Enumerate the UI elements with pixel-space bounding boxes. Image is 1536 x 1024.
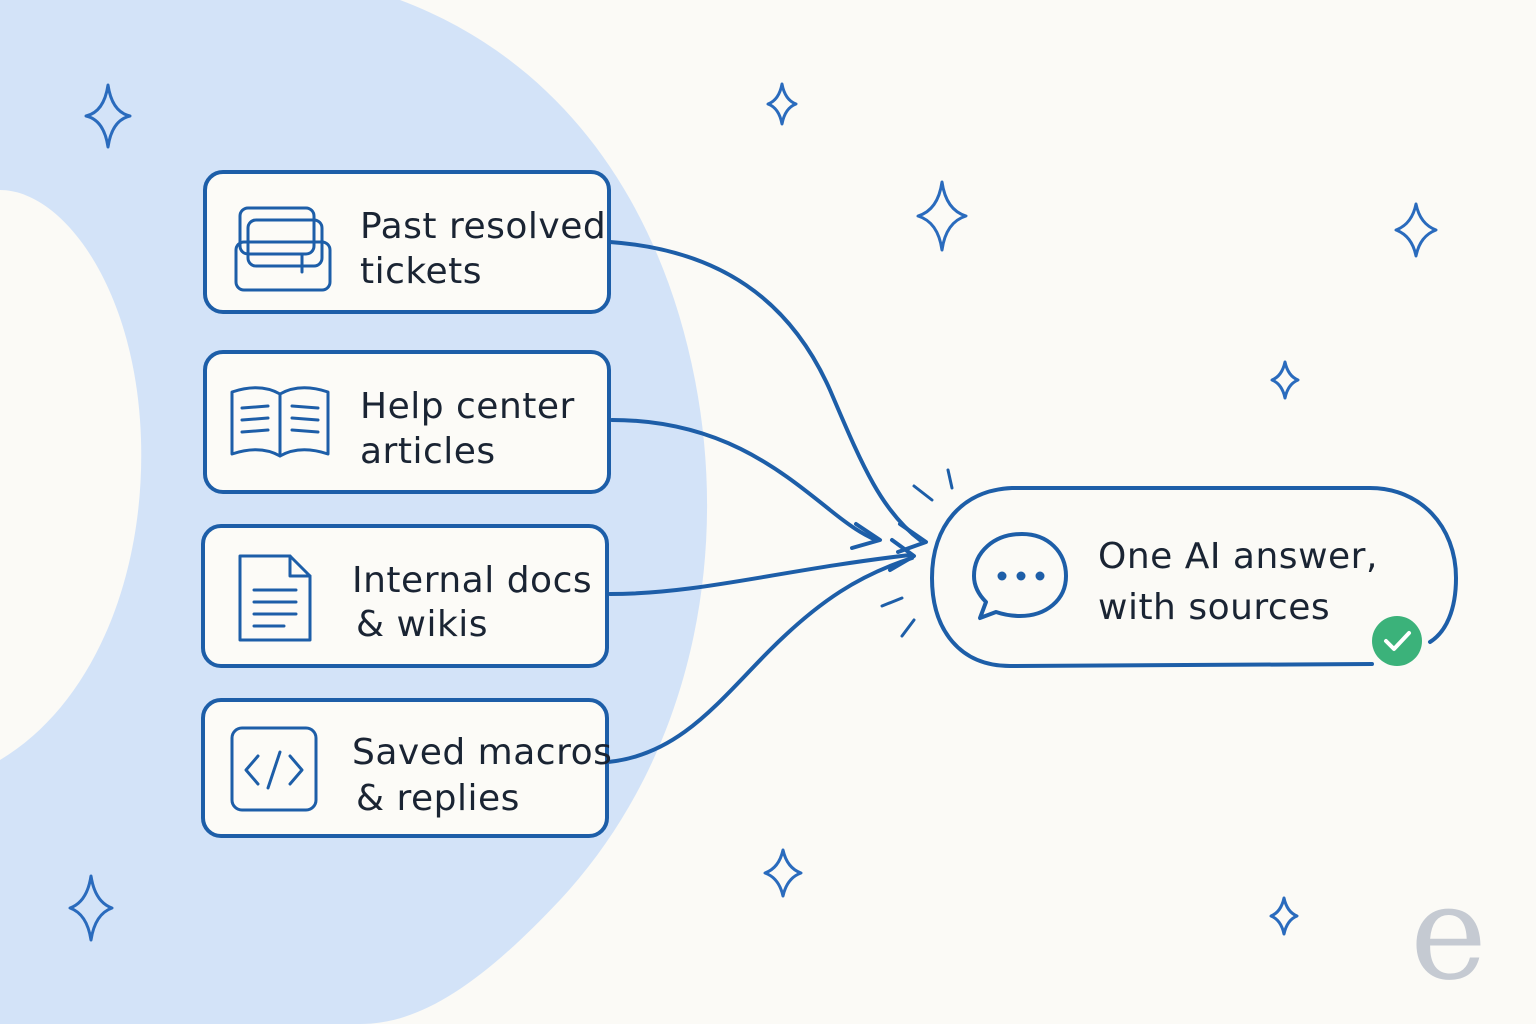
sparkle-icon <box>84 83 132 149</box>
arrowhead <box>888 538 916 572</box>
source-card-help: Help center articles <box>203 350 611 494</box>
output-capsule-frame <box>930 486 1458 668</box>
check-badge-icon <box>1372 616 1422 666</box>
tickets-icon <box>234 206 332 292</box>
source-label-line2: tickets <box>360 251 482 292</box>
source-card-docs: Internal docs & wikis <box>201 524 609 668</box>
impact-tick <box>880 596 904 608</box>
impact-tick <box>912 484 934 502</box>
connector-tickets <box>608 240 922 542</box>
background-blob-cutout <box>0 190 142 760</box>
connector-docs <box>608 553 912 596</box>
code-icon <box>230 726 318 812</box>
document-icon <box>238 554 312 642</box>
source-card-frame <box>201 698 609 838</box>
sparkle-icon <box>766 82 798 126</box>
source-label-line1: Saved macros <box>352 732 612 773</box>
sparkle-icon <box>68 874 114 942</box>
source-label-line1: Past resolved <box>360 206 606 247</box>
source-card-tickets: Past resolved tickets <box>203 170 611 314</box>
impact-tick <box>900 618 916 638</box>
output-card: One AI answer, with sources <box>930 486 1458 668</box>
sparkle-icon <box>916 180 968 252</box>
output-label-line2: with sources <box>1098 587 1330 628</box>
sparkle-icon <box>1394 202 1438 258</box>
sparkle-icon <box>763 848 803 898</box>
arrowhead <box>896 522 928 554</box>
source-label-line2: & wikis <box>356 604 488 645</box>
chat-bubble-icon <box>972 532 1068 620</box>
source-label-line2: & replies <box>356 778 520 819</box>
arrowhead <box>850 522 882 550</box>
connectors <box>606 240 954 764</box>
connector-macros <box>606 556 914 764</box>
source-label-line1: Help center <box>360 386 575 427</box>
output-label-line1: One AI answer, <box>1098 536 1378 577</box>
source-label-line2: articles <box>360 431 496 472</box>
connector-help <box>610 418 878 542</box>
source-label-line1: Internal docs <box>352 560 592 601</box>
open-book-icon <box>230 386 330 458</box>
impact-tick <box>946 468 954 490</box>
sparkle-icon <box>1270 360 1300 400</box>
source-card-macros: Saved macros & replies <box>201 698 612 838</box>
brand-logo: e <box>1410 857 1487 1009</box>
source-card-frame <box>201 524 609 668</box>
sparkles <box>68 82 1438 942</box>
sparkle-icon <box>1269 896 1299 936</box>
